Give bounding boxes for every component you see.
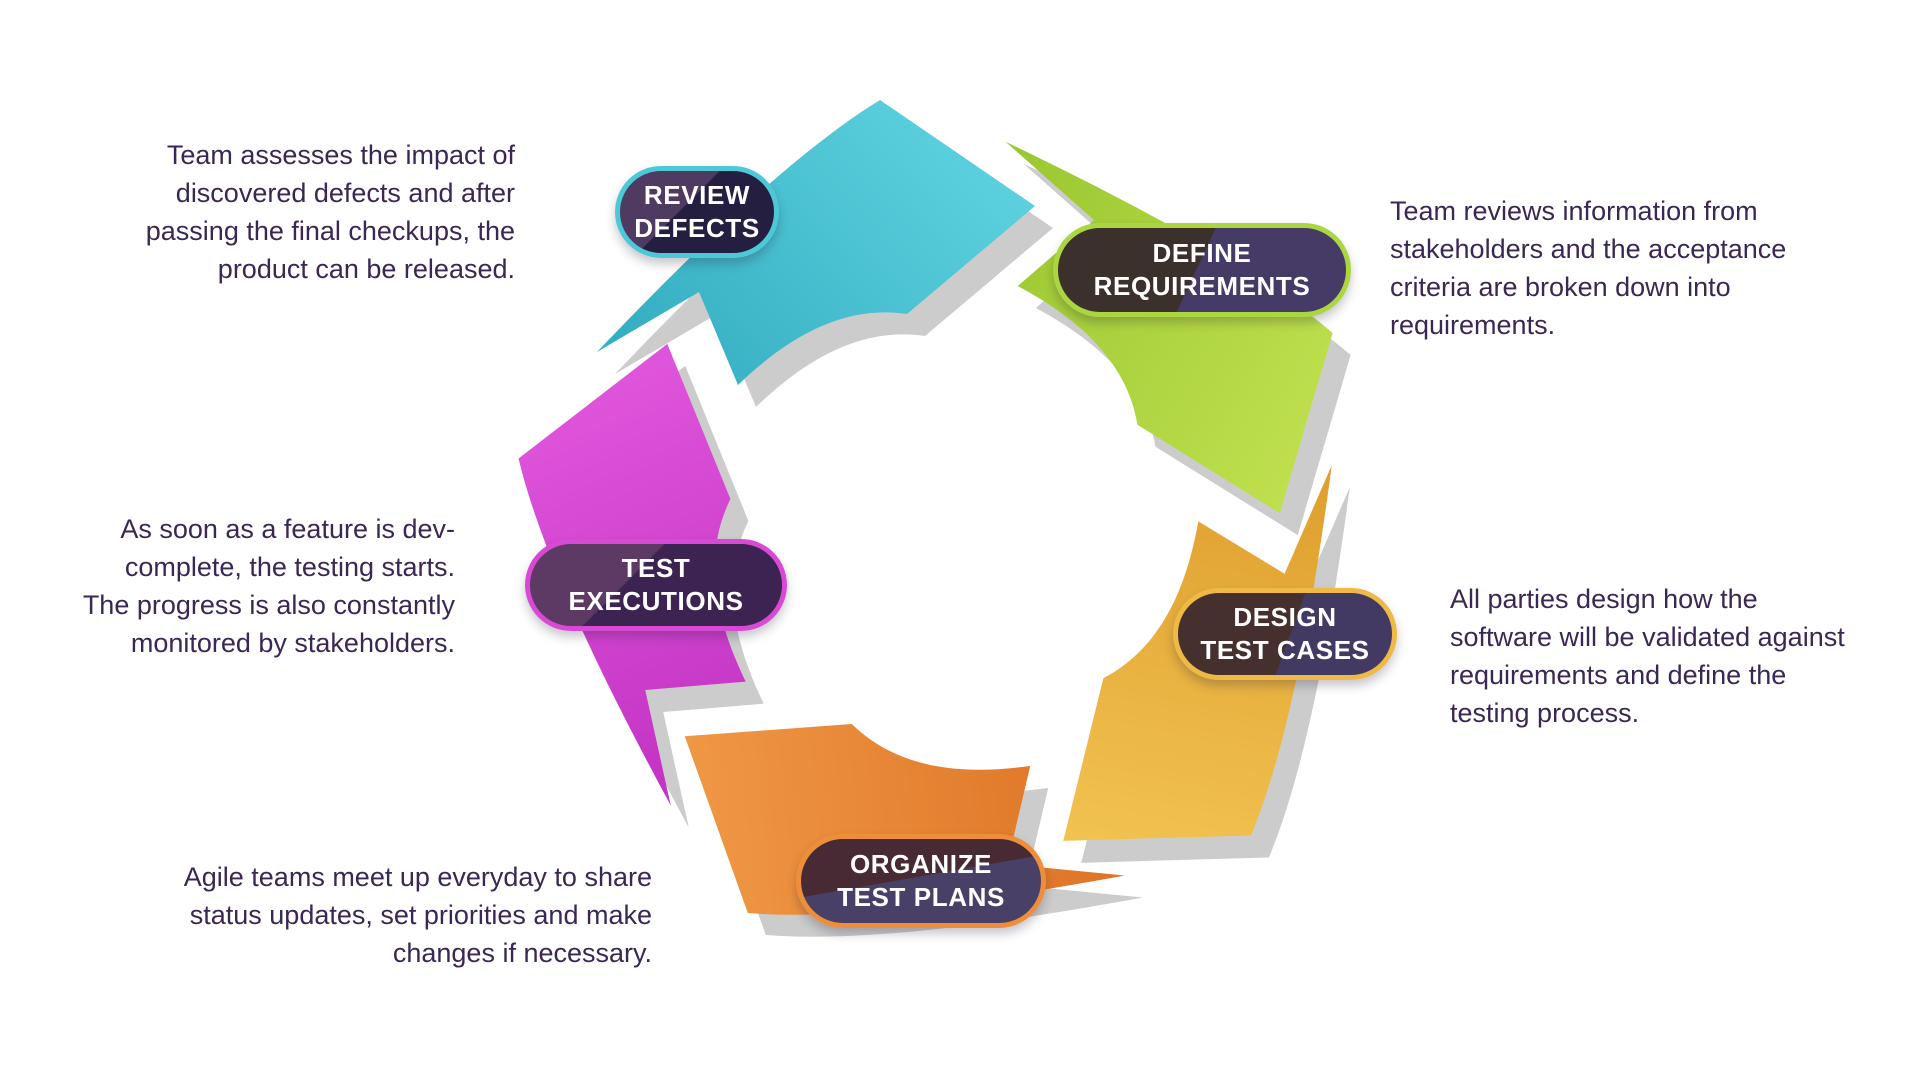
- step-pill-test-executions: TEST EXECUTIONS: [525, 539, 787, 631]
- step-label-define-requirements: DEFINE REQUIREMENTS: [1093, 238, 1311, 301]
- note-design-test-cases: All parties design how the software will…: [1450, 584, 1845, 728]
- step-pill-review-defects: REVIEW DEFECTS: [615, 166, 779, 258]
- step-pill-organize-test-plans: ORGANIZE TEST PLANS: [796, 834, 1046, 928]
- step-label-review-defects: REVIEW DEFECTS: [634, 180, 760, 243]
- note-review-defects: Team assesses the impact of discovered d…: [145, 140, 515, 284]
- note-organize-test-plans: Agile teams meet up everyday to share st…: [183, 862, 652, 968]
- note-test-executions: As soon as a feature is dev- complete, t…: [82, 514, 455, 658]
- step-pill-design-test-cases: DESIGN TEST CASES: [1173, 588, 1397, 680]
- step-label-test-executions: TEST EXECUTIONS: [568, 553, 744, 616]
- note-define-requirements: Team reviews information from stakeholde…: [1390, 196, 1787, 340]
- step-pill-define-requirements: DEFINE REQUIREMENTS: [1053, 223, 1351, 317]
- step-label-design-test-cases: DESIGN TEST CASES: [1200, 602, 1370, 665]
- step-label-organize-test-plans: ORGANIZE TEST PLANS: [837, 849, 1005, 912]
